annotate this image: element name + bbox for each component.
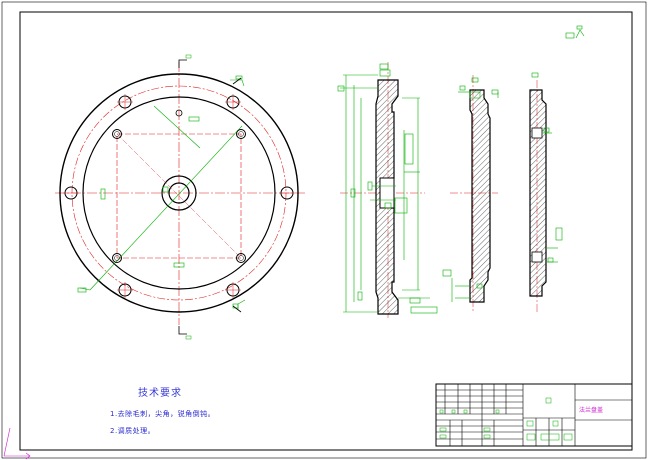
technical-requirements-title: 技术要求 bbox=[138, 388, 182, 399]
front-view bbox=[55, 54, 305, 340]
section-view-middle bbox=[442, 75, 499, 312]
inner-hole-pattern bbox=[116, 133, 242, 259]
section-view-right bbox=[529, 72, 563, 312]
inner-frame bbox=[19, 11, 633, 451]
inner-threaded-holes bbox=[112, 129, 246, 263]
drawing-name: 法兰盘盖 bbox=[579, 407, 604, 414]
title-block bbox=[435, 383, 633, 447]
hub-outer-circle bbox=[161, 175, 197, 211]
diagonal-dimension-line bbox=[89, 125, 243, 291]
technical-requirement-1: 1.去除毛刺，尖角，锐角倒钝。 bbox=[110, 410, 216, 418]
section-2-body bbox=[469, 89, 491, 303]
technical-requirement-2: 2.调质处理。 bbox=[110, 427, 156, 435]
section-view-main bbox=[337, 62, 438, 318]
hub-bore-circle bbox=[168, 182, 190, 204]
inner-boss-circle bbox=[82, 96, 276, 290]
outer-flange-circle bbox=[59, 73, 299, 313]
corner-axis-mark bbox=[3, 427, 31, 460]
section-3-body bbox=[529, 89, 547, 297]
surface-roughness-symbol bbox=[565, 25, 585, 39]
